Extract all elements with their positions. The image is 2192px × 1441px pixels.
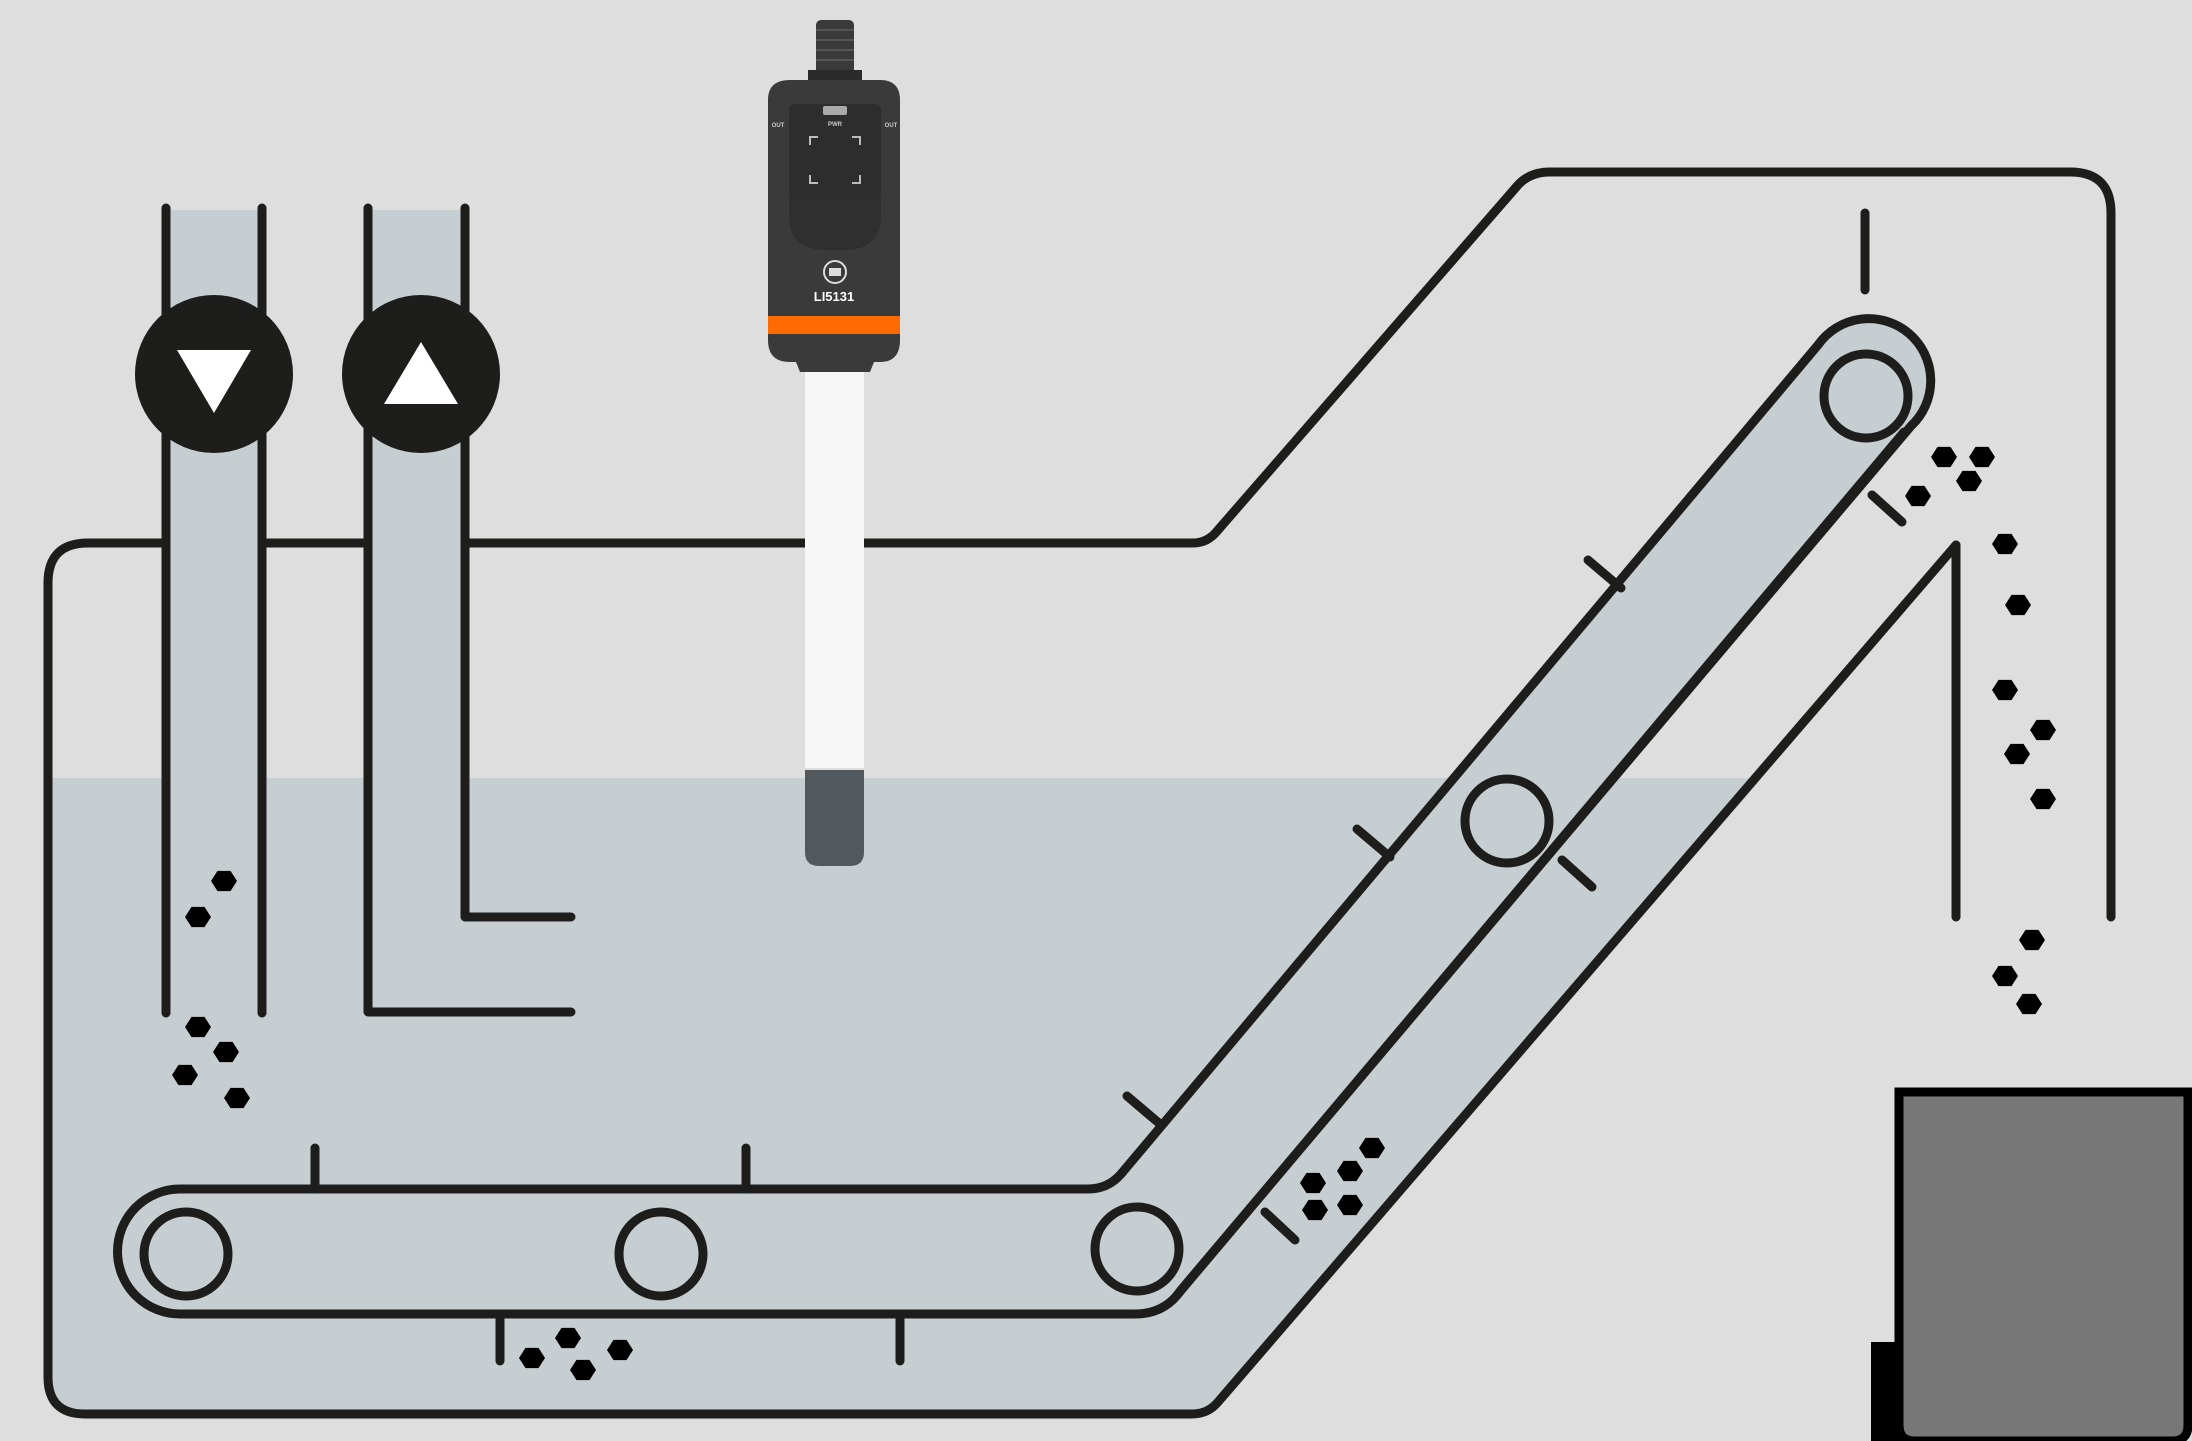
cleat [1867,490,1907,527]
chip-particle [1931,446,1957,468]
chip-particle [1337,1194,1363,1216]
bracket [809,175,818,184]
chip-particle [1337,1160,1363,1182]
chip-particle [2019,929,2045,951]
roller [1460,774,1554,868]
bin-body [1894,1087,2192,1441]
sensor-display-panel [789,104,881,202]
chip-particle [2030,719,2056,741]
logo-mark [829,268,841,276]
chip-particle [2004,743,2030,765]
conveyor-belt-fill [113,314,1936,1319]
chip-particle [2005,594,2031,616]
chip-particle [2030,788,2056,810]
chip-particle [1302,1199,1328,1221]
connector-threads [816,29,854,61]
pump-fill[interactable] [342,295,500,453]
collection-bin [1871,1087,2192,1441]
chip-particle [213,1041,239,1063]
pipe-fill-wall-right [460,203,576,922]
belt-cleats [310,208,1907,1366]
bracket [852,175,861,184]
chip-particle [211,870,237,892]
sensor-connector [816,20,854,75]
bracket [809,136,818,145]
chip-particle [224,1087,250,1109]
sensor-led-out-right-label: OUT [885,123,898,129]
teach-focus-icon [809,136,861,184]
sensor-led-out-left-label: OUT [772,123,785,129]
conveyor-belt-return [1173,427,1909,1299]
chip-particle [1956,470,1982,492]
chip-particle [2016,993,2042,1015]
chip-particle [185,1016,211,1038]
pipe-fill-wall-left [363,203,576,1017]
cleat [1122,1091,1165,1129]
level-sensor: PWR OUT OUT LI5131 [768,20,900,866]
rollers [139,349,1913,1301]
chip-particle [1992,679,2018,701]
chip-particle [1992,965,2018,987]
logo-ring [823,260,847,284]
chip-particle [1359,1137,1385,1159]
cleat [1557,855,1597,892]
sensor-probe-tip [805,770,864,866]
triangle-down-icon [177,350,251,413]
cleat [1260,1207,1300,1245]
roller [139,1207,233,1301]
chip-particle [519,1347,545,1369]
chip-particle [1992,533,2018,555]
chip-particle [172,1064,198,1086]
bracket [852,136,861,145]
roller [1819,349,1913,443]
sensor-dome [789,200,881,250]
chip-particle [570,1359,596,1381]
sensor-led-indicator [823,106,847,115]
pump-drain[interactable] [135,295,293,453]
cleat [1352,824,1395,862]
chip-particle [607,1339,633,1361]
sensor-model-label: LI5131 [814,289,854,304]
metal-chips [172,446,2056,1381]
sensor-led-pwr-label: PWR [828,122,843,128]
triangle-up-icon [384,342,458,404]
roller [1090,1202,1184,1296]
cleat [1583,555,1626,593]
sensor-neck [808,70,862,82]
chip-particle [1969,446,1995,468]
chip-particle [185,906,211,928]
roller [614,1207,708,1301]
chip-particle [1905,485,1931,507]
sensor-probe [805,368,864,768]
chip-particle [555,1327,581,1349]
tank-outline [43,167,2116,1419]
sensor-status-stripe [768,316,900,334]
chip-particle [1300,1172,1326,1194]
ifm-logo-icon [823,260,847,284]
